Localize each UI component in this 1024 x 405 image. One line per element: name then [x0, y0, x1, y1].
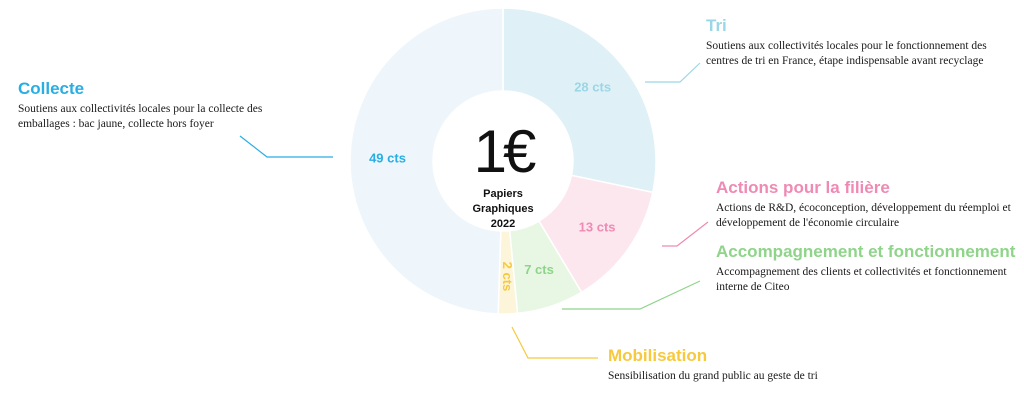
center-line-3: 2022	[491, 218, 515, 230]
leader-line-collecte	[239, 135, 333, 158]
annotation-accompagnement-desc: Accompagnement des clients et collectivi…	[716, 266, 1007, 293]
center-amount: 1€	[474, 118, 536, 185]
slice-label-tri: 28 cts	[574, 80, 611, 95]
annotation-collecte-title: Collecte	[18, 79, 85, 98]
annotation-actions-desc: Actions de R&D, écoconception, développe…	[716, 202, 1011, 229]
annotation-actions-title: Actions pour la filière	[716, 178, 890, 197]
leader-lines	[239, 62, 709, 359]
slice-label-collecte: 49 cts	[369, 151, 406, 166]
annotation-tri: Tri Soutiens aux collectivités locales p…	[706, 15, 1021, 69]
slice-label-mobilisation: 2 cts	[500, 262, 515, 292]
donut-hole	[433, 91, 573, 231]
annotation-collecte: Collecte Soutiens aux collectivités loca…	[18, 78, 308, 132]
leader-line-actions	[662, 221, 709, 247]
segment-labels: 28 cts 13 cts 7 cts 2 cts 49 cts	[369, 80, 615, 292]
annotation-mobilisation-desc: Sensibilisation du grand public au geste…	[608, 370, 818, 382]
annotation-mobilisation-title: Mobilisation	[608, 346, 708, 365]
donut-segments	[349, 7, 657, 315]
center-line-1: Papiers	[483, 188, 523, 200]
slice-label-accompagnement: 7 cts	[524, 262, 554, 277]
center-line-2: Graphiques	[472, 203, 533, 215]
annotation-collecte-desc: Soutiens aux collectivités locales pour …	[18, 103, 263, 130]
slice-label-actions: 13 cts	[579, 219, 616, 234]
leader-line-mobilisation	[511, 326, 598, 359]
leader-line-tri	[645, 62, 701, 83]
leader-line-accompagnement	[562, 280, 701, 310]
annotation-accompagnement-title: Accompagnement et fonctionnement	[716, 242, 1016, 261]
annotation-mobilisation: Mobilisation Sensibilisation du grand pu…	[608, 345, 908, 384]
annotation-tri-title: Tri	[706, 16, 727, 35]
annotation-actions: Actions pour la filière Actions de R&D, …	[716, 177, 1021, 231]
annotation-tri-desc: Soutiens aux collectivités locales pour …	[706, 40, 987, 67]
annotation-accompagnement: Accompagnement et fonctionnement Accompa…	[716, 241, 1021, 295]
